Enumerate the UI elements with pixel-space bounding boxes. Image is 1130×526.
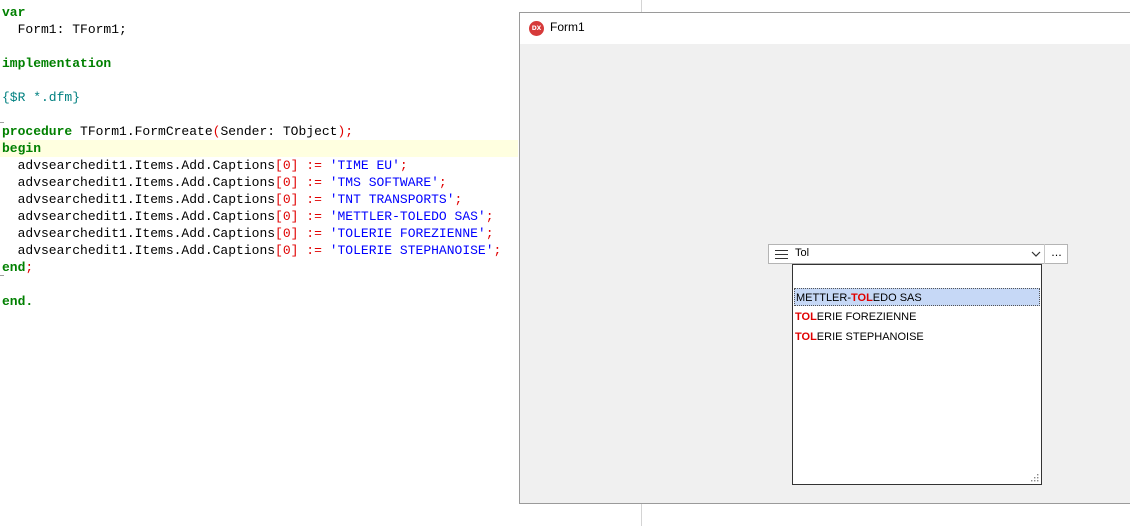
code-token: ]: [290, 226, 299, 241]
code-token: advsearchedit1.Items.Add.Captions: [2, 226, 276, 241]
code-token: ]: [290, 192, 299, 207]
code-token: begin: [2, 141, 42, 156]
code-token: 0: [282, 243, 291, 258]
code-token: implementation: [2, 56, 112, 71]
search-edit[interactable]: Tol ...: [768, 244, 1068, 264]
code-token: 'TNT TRANSPORTS': [329, 192, 455, 207]
code-line[interactable]: var: [2, 4, 25, 21]
code-token: 0: [282, 209, 291, 224]
code-token: ]: [290, 175, 299, 190]
code-token: Sender: TObject: [220, 124, 338, 139]
code-line[interactable]: implementation: [2, 55, 111, 72]
code-token: advsearchedit1.Items.Add.Captions: [2, 209, 276, 224]
item-match: TOL: [795, 311, 817, 323]
code-token: ;: [399, 158, 408, 173]
code-token: (: [212, 124, 221, 139]
code-token: TForm1.FormCreate: [72, 124, 213, 139]
menu-icon[interactable]: [775, 250, 788, 259]
code-line[interactable]: advsearchedit1.Items.Add.Captions[0] := …: [2, 225, 494, 242]
code-token: 0: [282, 226, 291, 241]
code-token: :=: [298, 243, 330, 258]
resize-grip-icon[interactable]: [1030, 473, 1039, 482]
code-token: 'METTLER-TOLEDO SAS': [329, 209, 486, 224]
code-line[interactable]: advsearchedit1.Items.Add.Captions[0] := …: [2, 242, 502, 259]
code-line-current[interactable]: begin: [0, 140, 518, 157]
code-token: 0: [282, 158, 291, 173]
code-line[interactable]: advsearchedit1.Items.Add.Captions[0] := …: [2, 174, 447, 191]
item-prefix: METTLER-: [796, 292, 851, 304]
code-token: advsearchedit1.Items.Add.Captions: [2, 158, 276, 173]
window-title: Form1: [550, 20, 585, 34]
code-token: :=: [298, 192, 330, 207]
code-token: Form1: TForm1;: [2, 22, 127, 37]
code-token: 0: [282, 192, 291, 207]
code-token: [: [275, 192, 283, 207]
code-token: );: [337, 124, 354, 139]
chevron-down-icon[interactable]: [1031, 249, 1041, 259]
code-token: var: [2, 5, 26, 20]
code-token: ]: [290, 158, 299, 173]
code-token: [: [275, 175, 283, 190]
code-token: advsearchedit1.Items.Add.Captions: [2, 243, 276, 258]
code-token: [: [275, 209, 283, 224]
code-line[interactable]: Form1: TForm1;: [2, 21, 127, 38]
ellipsis-button[interactable]: ...: [1044, 244, 1068, 264]
code-token: advsearchedit1.Items.Add.Captions: [2, 192, 276, 207]
code-line[interactable]: advsearchedit1.Items.Add.Captions[0] := …: [2, 157, 408, 174]
code-token: ]: [290, 243, 299, 258]
list-item[interactable]: METTLER-TOLEDO SAS: [794, 288, 1040, 306]
code-token: 'TIME EU': [329, 158, 400, 173]
fold-marker: [0, 275, 4, 276]
code-line[interactable]: end;: [2, 259, 33, 276]
code-token: :=: [298, 158, 330, 173]
code-token: [: [275, 243, 283, 258]
list-item[interactable]: TOLERIE STEPHANOISE: [794, 328, 1040, 346]
code-token: 'TMS SOFTWARE': [329, 175, 439, 190]
item-suffix: ERIE STEPHANOISE: [816, 331, 924, 343]
code-token: advsearchedit1.Items.Add.Captions: [2, 175, 276, 190]
code-token: :=: [298, 175, 330, 190]
code-token: ]: [290, 209, 299, 224]
code-line[interactable]: procedure TForm1.FormCreate(Sender: TObj…: [2, 123, 353, 140]
code-line[interactable]: advsearchedit1.Items.Add.Captions[0] := …: [2, 191, 463, 208]
code-token: [: [275, 226, 283, 241]
search-input[interactable]: Tol: [795, 247, 810, 259]
app-icon: DX: [529, 21, 544, 36]
code-token: end: [2, 260, 26, 275]
code-token: ;: [25, 260, 34, 275]
code-token: [: [275, 158, 283, 173]
code-token: ;: [438, 175, 447, 190]
code-token: ;: [493, 243, 502, 258]
code-token: ;: [485, 209, 494, 224]
code-line[interactable]: {$R *.dfm}: [2, 89, 80, 106]
window-titlebar[interactable]: DX Form1: [520, 13, 1130, 44]
code-token: procedure: [2, 124, 73, 139]
fold-marker: [0, 122, 4, 123]
code-token: 'TOLERIE FOREZIENNE': [329, 226, 486, 241]
code-token: 0: [282, 175, 291, 190]
item-suffix: ERIE FOREZIENNE: [816, 311, 917, 323]
code-line[interactable]: advsearchedit1.Items.Add.Captions[0] := …: [2, 208, 494, 225]
code-token: end.: [2, 294, 34, 309]
code-token: 'TOLERIE STEPHANOISE': [329, 243, 494, 258]
code-token: ;: [454, 192, 463, 207]
item-match: TOL: [795, 331, 817, 343]
list-item[interactable]: TOLERIE FOREZIENNE: [794, 308, 1040, 326]
code-token: {$R *.dfm}: [2, 90, 81, 105]
search-dropdown-list[interactable]: METTLER-TOLEDO SAS TOLERIE FOREZIENNE TO…: [792, 264, 1042, 485]
code-token: ;: [485, 226, 494, 241]
code-line[interactable]: end.: [2, 293, 33, 310]
item-match: TOL: [851, 292, 873, 304]
item-suffix: EDO SAS: [872, 292, 922, 304]
code-token: :=: [298, 209, 330, 224]
code-token: :=: [298, 226, 330, 241]
